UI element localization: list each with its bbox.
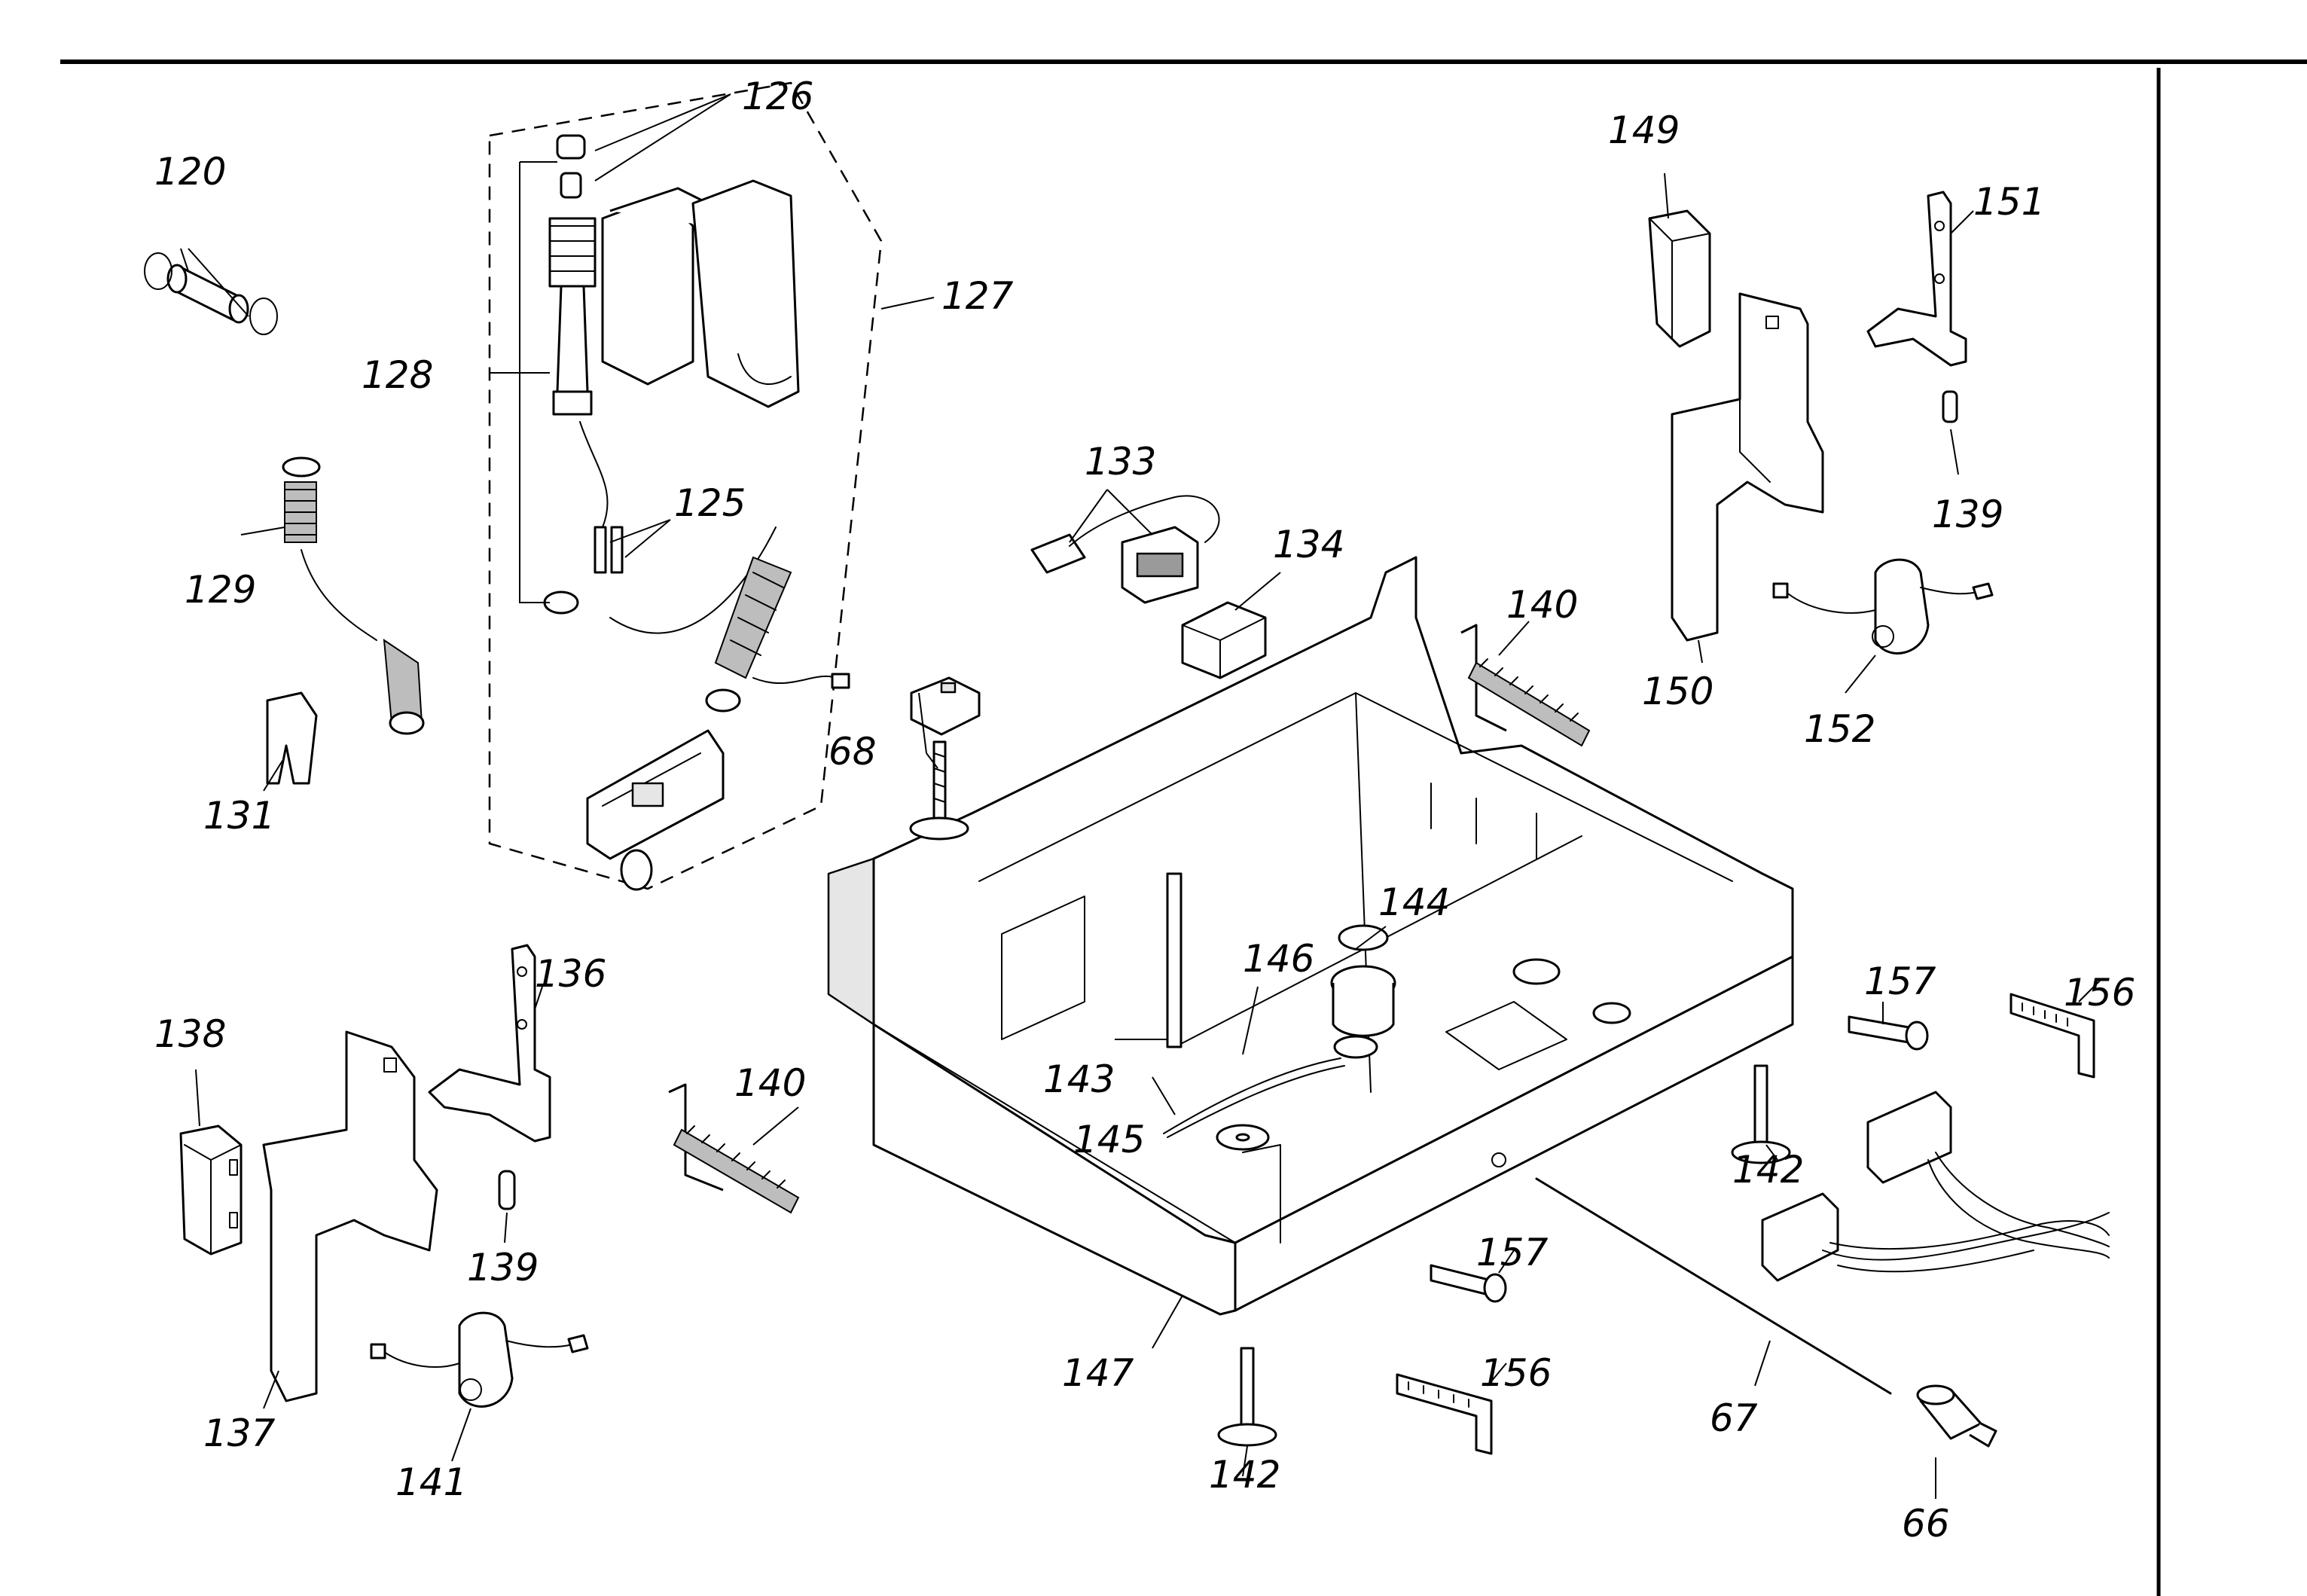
label-152: 152 [1804,707,1875,751]
label-150: 150 [1642,670,1713,713]
label-157-bottom: 157 [1476,1231,1549,1274]
panel-127 [586,729,725,891]
label-134: 134 [1273,523,1344,566]
knob-66 [1916,1384,1997,1448]
label-138: 138 [154,1012,226,1056]
screw-157-bottom [1430,1264,1507,1303]
label-139-left: 139 [467,1246,539,1289]
plug-134 [1181,601,1267,679]
leader-lines [180,93,2102,1499]
label-126: 126 [742,75,813,118]
label-144: 144 [1378,880,1450,924]
label-137: 137 [203,1411,276,1455]
label-120: 120 [154,150,226,194]
rod-67 [1535,1177,1892,1395]
hose-129 [282,456,425,735]
label-125: 125 [674,481,746,525]
label-149: 149 [1608,108,1680,152]
latch-138 [179,1125,243,1256]
strip-156-bottom [1396,1373,1493,1455]
label-140-left: 140 [734,1061,806,1105]
strip-156-right [2009,993,2095,1079]
label-141: 141 [395,1460,467,1504]
label-142-right: 142 [1732,1148,1804,1192]
label-129: 129 [185,568,256,612]
housing-127 [601,179,800,408]
assembly-127-boundary [488,81,883,890]
base-tub-147 [827,556,1794,1316]
spring-140-left [668,1083,800,1214]
label-151: 151 [1973,180,2045,224]
label-136: 136 [535,952,606,996]
hose-127 [609,526,850,713]
label-68: 68 [829,730,877,774]
switch-68 [909,676,981,841]
spring-140-right [1460,624,1591,747]
label-127: 127 [941,274,1014,318]
cable-133 [1030,495,1220,604]
label-143: 143 [1043,1057,1115,1101]
bracket-149 [1648,209,1711,348]
label-131: 131 [203,794,275,838]
label-157-right: 157 [1864,960,1936,1003]
label-156-bottom: 156 [1480,1351,1552,1395]
page-frame [60,60,2307,1596]
label-146: 146 [1243,937,1314,981]
plate-150 [1671,292,1824,642]
bracket-151 [1866,191,1967,423]
label-133: 133 [1085,440,1156,484]
label-139-right: 139 [1932,493,2003,536]
hose-clamps-120 [144,252,278,335]
label-142-bottom: 142 [1209,1453,1280,1497]
bracket-136 [428,944,551,1143]
label-67: 67 [1710,1396,1758,1440]
label-140-right: 140 [1506,583,1578,627]
label-156-right: 156 [2064,971,2135,1015]
clip-139-left [498,1170,516,1210]
wiring-harness [1761,1091,2110,1282]
label-128: 128 [362,353,433,397]
label-66: 66 [1902,1502,1950,1546]
label-147: 147 [1062,1351,1134,1395]
screw-157-right [1848,1015,1929,1051]
part-labels: 126 120 127 128 125 129 131 133 134 68 1… [154,75,2135,1546]
pump-128 [543,134,624,615]
sensor-141 [370,1311,589,1408]
foot-142-bottom [1217,1347,1277,1447]
plate-137 [262,1030,438,1402]
sensor-152 [1772,558,1994,655]
label-145: 145 [1073,1118,1145,1161]
bracket-131 [266,691,318,785]
